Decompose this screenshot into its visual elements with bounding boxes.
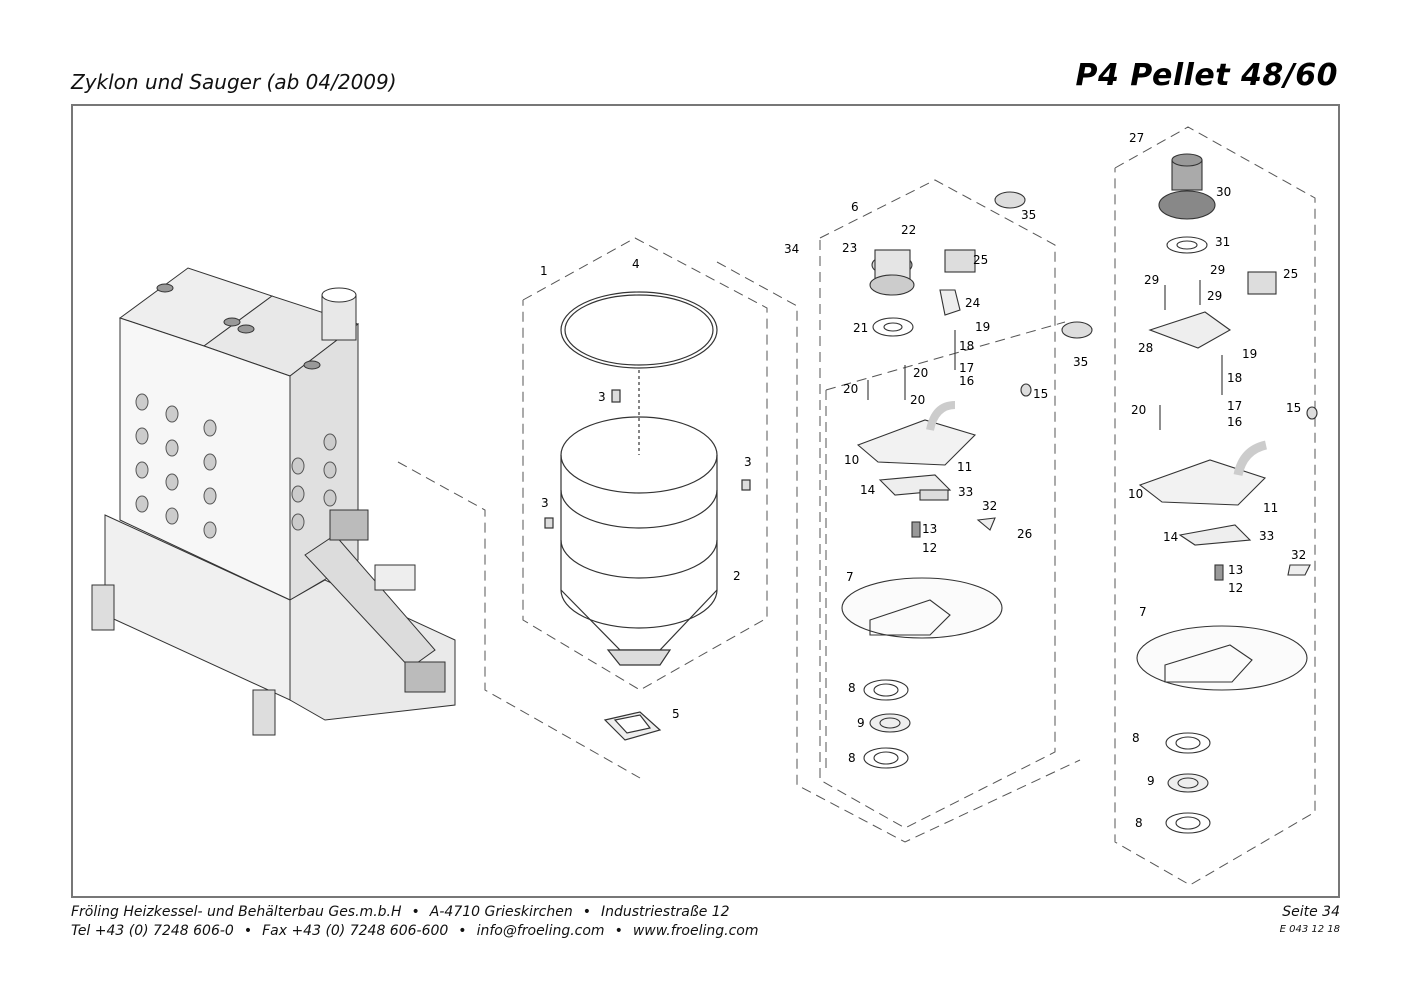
part-label: 11 [1263, 501, 1278, 515]
part-label: 16 [959, 374, 974, 388]
part-label: 5 [672, 707, 680, 721]
part-label: 10 [844, 453, 859, 467]
drawing-frame [71, 104, 1340, 898]
cyclone-illustration [544, 291, 751, 741]
page-number: Seite 34 [1282, 904, 1340, 920]
part-label: 32 [982, 499, 997, 513]
part-label: 25 [973, 253, 988, 267]
part-label: 35 [1073, 355, 1088, 369]
part-label: 9 [1147, 774, 1155, 788]
suction-unit-left-illustration [841, 191, 1093, 769]
phone-number: Tel +43 (0) 7248 606-0 [71, 923, 234, 939]
part-label: 33 [958, 485, 973, 499]
separator: • [411, 904, 420, 920]
part-label: 20 [1131, 403, 1146, 417]
part-label: 10 [1128, 487, 1143, 501]
part-label: 20 [843, 382, 858, 396]
part-label: 23 [842, 241, 857, 255]
part-label: 6 [851, 200, 859, 214]
boiler-illustration [91, 267, 456, 736]
footer-line-1: Fröling Heizkessel- und Behälterbau Ges.… [71, 904, 1340, 923]
part-label: 7 [1139, 605, 1147, 619]
part-label: 12 [922, 541, 937, 555]
part-label: 13 [922, 522, 937, 536]
part-label: 4 [632, 257, 640, 271]
assembly-frames [397, 126, 1316, 886]
part-label: 29 [1210, 263, 1225, 277]
part-label: 15 [1286, 401, 1301, 415]
part-label: 25 [1283, 267, 1298, 281]
part-label: 13 [1228, 563, 1243, 577]
part-label: 17 [959, 361, 974, 375]
separator: • [243, 923, 253, 939]
document-code: E 043 12 18 [1279, 924, 1340, 935]
part-label: 24 [965, 296, 980, 310]
fax-number: Fax +43 (0) 7248 606-600 [262, 923, 449, 939]
part-label: 20 [913, 366, 928, 380]
part-label: 28 [1138, 341, 1153, 355]
part-label: 14 [860, 483, 875, 497]
part-label: 33 [1259, 529, 1274, 543]
separator: • [458, 923, 467, 939]
part-label: 34 [784, 242, 799, 256]
part-label: 32 [1291, 548, 1306, 562]
model-title: P4 Pellet 48/60 [1075, 58, 1338, 93]
separator: • [614, 923, 623, 939]
part-label: 17 [1227, 399, 1242, 413]
part-label: 3 [598, 390, 606, 404]
part-label: 35 [1021, 208, 1036, 222]
part-label: 9 [857, 716, 865, 730]
part-label: 8 [848, 751, 856, 765]
suction-unit-right-illustration [1136, 153, 1318, 834]
part-label: 3 [541, 496, 549, 510]
part-label: 15 [1033, 387, 1048, 401]
company-name: Fröling Heizkessel- und Behälterbau Ges.… [71, 904, 402, 920]
part-label: 14 [1163, 530, 1178, 544]
part-label: 3 [744, 455, 752, 469]
part-label: 8 [1132, 731, 1140, 745]
part-label: 31 [1215, 235, 1230, 249]
part-label: 22 [901, 223, 916, 237]
part-label: 2 [733, 569, 741, 583]
part-label: 19 [975, 320, 990, 334]
part-label: 16 [1227, 415, 1242, 429]
part-label: 12 [1228, 581, 1243, 595]
separator: • [582, 904, 591, 920]
part-label: 30 [1216, 185, 1231, 199]
footer: Fröling Heizkessel- und Behälterbau Ges.… [71, 904, 1340, 942]
company-address: A-4710 Grieskirchen [429, 904, 573, 920]
part-label: 11 [957, 460, 972, 474]
page-subtitle: Zyklon und Sauger (ab 04/2009) [71, 70, 397, 94]
company-street: Industriestraße 12 [600, 904, 730, 920]
part-label: 27 [1129, 131, 1144, 145]
part-label: 26 [1017, 527, 1032, 541]
website-link[interactable]: www.froeling.com [632, 923, 759, 939]
part-label: 21 [853, 321, 868, 335]
email-link[interactable]: info@froeling.com [476, 923, 605, 939]
part-label: 8 [1135, 816, 1143, 830]
part-label: 18 [959, 339, 974, 353]
part-label: 1 [540, 264, 548, 278]
footer-line-2: Tel +43 (0) 7248 606-0 • Fax +43 (0) 7248 … [71, 923, 1340, 942]
part-label: 19 [1242, 347, 1257, 361]
part-label: 7 [846, 570, 854, 584]
part-label: 20 [910, 393, 925, 407]
part-label: 18 [1227, 371, 1242, 385]
part-label: 29 [1207, 289, 1222, 303]
part-label: 29 [1144, 273, 1159, 287]
part-label: 8 [848, 681, 856, 695]
